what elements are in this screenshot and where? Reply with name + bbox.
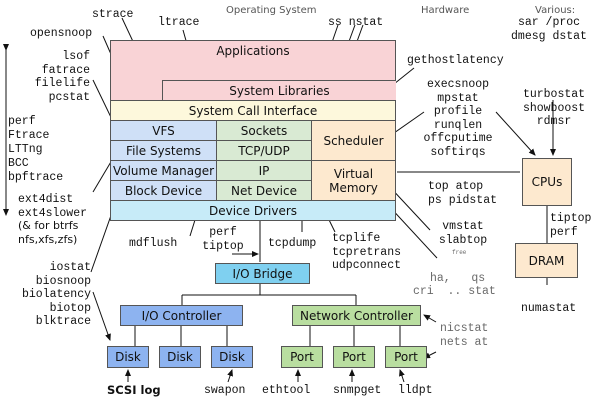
box-dram: DRAM (515, 243, 578, 278)
tool-ext4-note: (& for btrfs nfs,xfs,zfs) (18, 219, 79, 246)
tool-snmpget: snmpget (333, 384, 382, 397)
tool-tcp-tools: tcplife tcpretrans udpconnect (332, 232, 402, 272)
box-volume-manager: Volume Manager (110, 160, 217, 181)
box-network-controller: Network Controller (292, 305, 421, 326)
label-volume-manager: Volume Manager (112, 163, 215, 178)
label-device-drivers: Device Drivers (208, 203, 298, 218)
box-file-systems: File Systems (110, 140, 217, 161)
tool-netstat-partial: nets at (440, 336, 489, 349)
tool-opensnoop: opensnoop (30, 27, 93, 40)
label-net-device: Net Device (231, 183, 297, 198)
tool-nicstat-partial: nicstat (440, 322, 489, 335)
box-disk-1: Disk (107, 346, 149, 368)
tool-cpu-tools: turbostat showboost rdmsr (522, 88, 586, 128)
tool-strace: strace (92, 8, 134, 21)
label-dram: DRAM (528, 253, 565, 268)
box-io-controller: I/O Controller (120, 305, 243, 326)
box-port-2: Port (333, 346, 375, 368)
label-file-systems: File Systems (126, 143, 201, 158)
tool-swapon: swapon (204, 384, 246, 397)
tool-lldptool: lldpt (398, 384, 433, 397)
tool-perf-tiptop: perf tiptop (202, 226, 244, 253)
tool-ltrace: ltrace (158, 16, 200, 29)
tool-tiptop-perf: tiptop perf (550, 212, 592, 239)
box-scheduler: Scheduler (311, 120, 396, 161)
tool-ethtool: ethtool (262, 384, 311, 397)
label-io-bridge: I/O Bridge (232, 266, 293, 281)
label-applications: Applications (216, 44, 290, 58)
label-io-controller: I/O Controller (141, 308, 222, 323)
tool-scheduler-tools: execsnoop mpstat profile runqlen offcput… (423, 78, 493, 159)
arrow-swapon (227, 369, 233, 383)
box-virtual-memory: Virtual Memory (311, 160, 396, 201)
tool-block-tools: iostat biosnoop biolatency biotop blktra… (21, 261, 91, 328)
tool-top-tools: top atop ps pidstat (428, 180, 498, 207)
tool-file-tools: lsof fatrace filelife pcstat (34, 50, 90, 104)
tool-vm-tools: vmstat slabtop (438, 220, 488, 247)
arrow-biolatency (92, 291, 111, 341)
tool-tracers: perf Ftrace LTTng BCC bpftrace (8, 115, 64, 184)
box-tcp-udp: TCP/UDP (216, 140, 312, 161)
label-sockets: Sockets (240, 123, 288, 138)
label-ip: IP (258, 163, 270, 178)
arrow-hardirqs (387, 204, 438, 259)
label-disk: Disk (167, 350, 193, 364)
label-scheduler: Scheduler (323, 133, 384, 148)
tool-various: sar /proc dmesg dstat (511, 16, 587, 43)
tool-scsi-log: SCSI log (107, 383, 161, 397)
box-device-drivers: Device Drivers (110, 200, 396, 221)
header-operating-system: Operating System (226, 5, 317, 16)
box-syscall-interface: System Call Interface (110, 100, 396, 121)
box-disk-3: Disk (211, 346, 253, 368)
box-vfs: VFS (110, 120, 217, 141)
box-ip: IP (216, 160, 312, 181)
tool-hardirqs-partial: ha, qs (430, 272, 486, 285)
box-cpus: CPUs (522, 158, 572, 206)
tool-tcpdump: tcpdump (268, 237, 317, 250)
label-disk: Disk (219, 350, 245, 364)
tool-ss-nstat: ss nstat (328, 16, 384, 29)
label-system-libraries: System Libraries (229, 84, 330, 98)
box-sockets: Sockets (216, 120, 312, 141)
tool-numastat: numastat (521, 302, 577, 315)
label-disk: Disk (115, 350, 141, 364)
tool-mdflush: mdflush (129, 237, 178, 250)
tool-criticalstat-partial: cri .. stat (413, 285, 496, 298)
label-syscall-interface: System Call Interface (188, 103, 318, 118)
header-hardware: Hardware (421, 5, 470, 16)
header-various: Various: (535, 5, 576, 16)
box-port-1: Port (281, 346, 323, 368)
label-block-device: Block Device (124, 183, 203, 198)
tool-gethostlatency: gethostlatency (407, 54, 504, 67)
arrow-lldptool (399, 369, 405, 383)
label-port: Port (394, 350, 418, 364)
label-virtual-memory: Virtual Memory (329, 166, 378, 195)
label-tcp-udp: TCP/UDP (238, 143, 290, 158)
label-vfs: VFS (152, 123, 175, 138)
tool-ext4: ext4dist ext4slower (18, 193, 88, 220)
arrow-nicstat (423, 314, 437, 323)
label-network-controller: Network Controller (300, 308, 413, 323)
box-system-libraries: System Libraries (162, 80, 396, 101)
label-cpus: CPUs (531, 175, 563, 189)
box-disk-2: Disk (159, 346, 201, 368)
box-port-3: Port (385, 346, 427, 368)
arrow-profile-cpu (495, 111, 536, 156)
label-port: Port (290, 350, 314, 364)
box-io-bridge: I/O Bridge (215, 263, 310, 284)
label-port: Port (342, 350, 366, 364)
tool-free-partial: free (452, 249, 467, 256)
box-net-device: Net Device (216, 180, 312, 201)
box-block-device: Block Device (110, 180, 217, 201)
